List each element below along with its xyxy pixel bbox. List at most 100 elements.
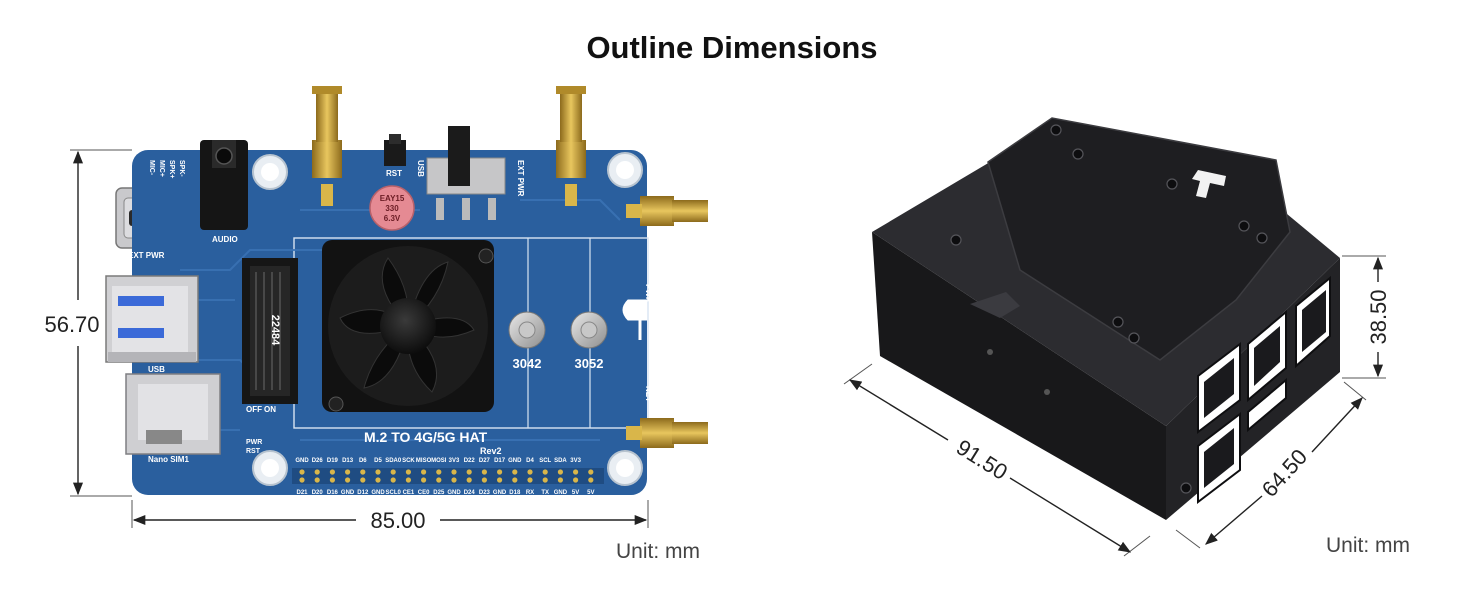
reset-button [384, 134, 406, 166]
gpio-pin [542, 477, 548, 483]
gpio-pin-label: D12 [357, 490, 369, 496]
gpio-pin-label: D18 [509, 490, 521, 496]
gpio-pin-label: D17 [494, 458, 506, 464]
gpio-pin-label: D24 [464, 490, 476, 496]
off-label: OFF [246, 405, 262, 414]
pwr-side-label: PWR [644, 284, 653, 303]
gpio-pin-label: SCL0 [386, 490, 402, 496]
gpio-pin-label: D26 [312, 458, 324, 464]
case-unit-label: Unit: mm [1326, 534, 1410, 557]
gpio-pin-label: SCK [402, 458, 415, 464]
m2-slot: 22484 [242, 258, 298, 404]
cap-label-2: 330 [385, 204, 399, 213]
label-3042: 3042 [513, 356, 542, 371]
gpio-pin [466, 469, 472, 475]
gpio-pin [451, 477, 457, 483]
gpio-pin [527, 469, 533, 475]
gpio-pin [497, 469, 503, 475]
gpio-pin-label: GND [371, 490, 385, 496]
cooling-fan [322, 240, 494, 412]
gpio-pin [588, 477, 594, 483]
usb-slide-switch [426, 126, 506, 220]
gpio-pin [557, 469, 564, 475]
net-side-label: NET [644, 386, 653, 402]
gpio-pin-label: 3V3 [449, 458, 460, 464]
board-width-label: 85.00 [370, 508, 425, 533]
gpio-pin [390, 477, 396, 483]
gpio-pin [527, 477, 533, 483]
gpio-pin [345, 477, 351, 483]
case-height-label: 38.50 [1366, 289, 1391, 344]
gpio-pin-label: GND [493, 490, 507, 496]
gpio-pin-label: D20 [312, 490, 324, 496]
mounting-holes [252, 152, 643, 486]
gpio-pin-label: SDA0 [385, 458, 402, 464]
gpio-pin-label: 5V [587, 490, 594, 496]
spk-plus-label: SPK+ [168, 160, 175, 178]
gpio-pin-label: SCL [539, 458, 551, 464]
gpio-pin-label: GND [508, 458, 522, 464]
gpio-pin [329, 477, 335, 483]
case-width-label: 64.50 [1257, 444, 1312, 502]
gpio-pin [375, 477, 381, 483]
ext-pwr-top-label: EXT PWR [516, 160, 525, 197]
gpio-pin-label: D23 [479, 490, 491, 496]
gpio-pin-label: MOSI [431, 458, 447, 464]
gpio-pin [299, 469, 305, 475]
gpio-pin [497, 477, 503, 483]
gpio-pin [557, 477, 564, 483]
gpio-pin [481, 469, 487, 475]
gpio-pin [466, 477, 472, 483]
usb-a-port [105, 275, 199, 363]
gpio-pin-label: D25 [433, 490, 445, 496]
case-front-face [872, 232, 1166, 520]
mic-minus-label: MIC- [148, 160, 155, 176]
board-model-label: M.2 TO 4G/5G HAT [364, 429, 488, 445]
page-title: Outline Dimensions [586, 30, 878, 65]
rst-led-label: RST [246, 448, 261, 455]
gpio-pin [421, 477, 427, 483]
gpio-pin [314, 469, 320, 475]
gpio-pin-label: D19 [327, 458, 339, 464]
ext-pwr-label: EXT PWR [128, 251, 165, 260]
rst-label: RST [386, 169, 402, 178]
gpio-pin-label: D21 [296, 490, 308, 496]
gpio-pin-label: GND [341, 490, 355, 496]
gpio-pin [451, 469, 457, 475]
standoff-3052 [570, 311, 608, 349]
gpio-pin-label: 5V [572, 490, 579, 496]
gpio-pin-label: D22 [464, 458, 476, 464]
gpio-pin-label: D6 [359, 458, 367, 464]
sma-antenna-top-left [312, 86, 342, 206]
gpio-pin-label: D27 [479, 458, 491, 464]
gpio-pin [314, 477, 320, 483]
gpio-pin-label: GND [447, 490, 461, 496]
gpio-pin [512, 477, 518, 483]
gpio-pin-label: 3V3 [570, 458, 581, 464]
pwr-led-label: PWR [246, 439, 262, 446]
standoff-3042 [508, 311, 546, 349]
metal-case [872, 117, 1340, 520]
mic-plus-label: MIC+ [158, 160, 165, 177]
gpio-pin-label: D5 [374, 458, 382, 464]
gpio-pin [481, 477, 487, 483]
case-length-label: 91.50 [952, 434, 1012, 484]
gpio-pin [573, 477, 579, 483]
gpio-pin [345, 469, 351, 475]
nano-sim-slot [125, 373, 221, 455]
gpio-pin [542, 469, 548, 475]
sim-label: Nano SIM1 [148, 455, 189, 464]
gpio-pin-label: RX [526, 490, 534, 496]
gpio-pin [405, 469, 411, 475]
audio-jack [200, 140, 248, 230]
gpio-pin [588, 469, 594, 475]
gpio-pin-label: CE0 [418, 490, 430, 496]
gpio-pin [329, 469, 335, 475]
board-unit-label: Unit: mm [616, 540, 700, 563]
gpio-pin [421, 469, 427, 475]
sma-antenna-right-lower [626, 418, 708, 448]
sma-antenna-top-right [556, 86, 586, 206]
gpio-pin-label: TX [541, 490, 549, 496]
capacitor: EAY15 330 6.3V [369, 185, 415, 231]
